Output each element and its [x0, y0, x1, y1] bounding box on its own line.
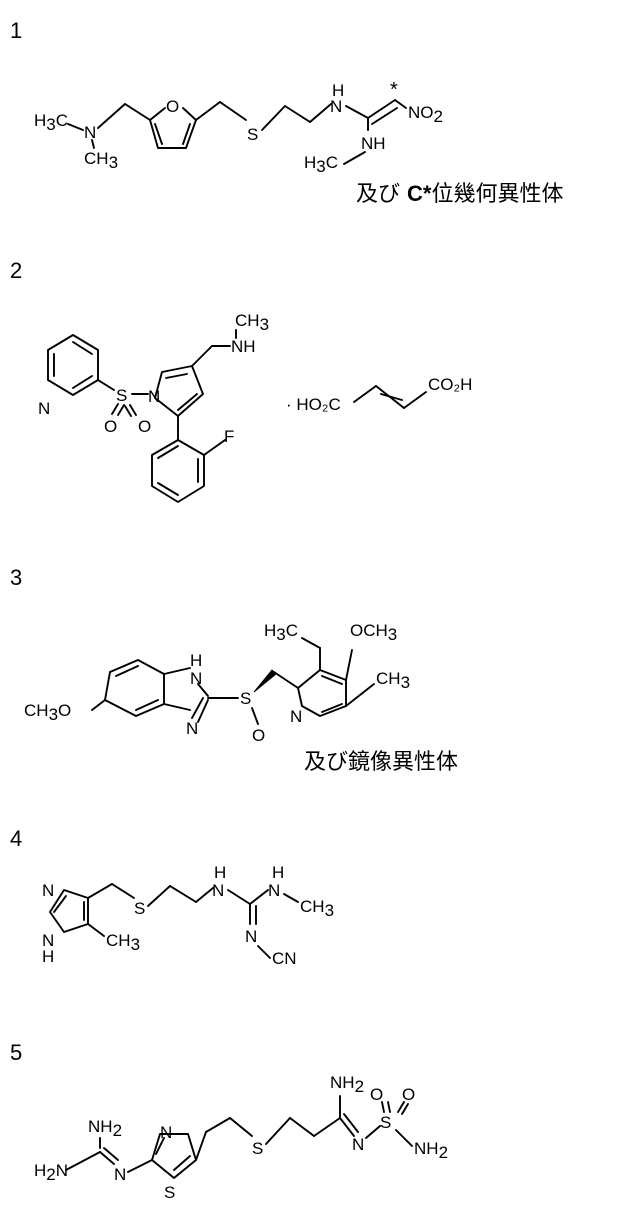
atom-label: N	[186, 719, 198, 738]
atom-label: NH	[231, 337, 256, 356]
atom-label: CH3	[376, 669, 410, 692]
atom-label: H	[214, 863, 226, 882]
isomer-note-3: 及び鏡像異性体	[304, 750, 459, 775]
structure-3: H N N CH3O S O N H3C OCH3 CH3	[24, 621, 410, 745]
atom-label: H	[190, 651, 202, 670]
atom-label: S	[252, 1139, 263, 1158]
structure-1: H3C N CH3 O S H N * NO2 NH H3C	[34, 79, 443, 176]
atom-label: O	[402, 1085, 415, 1104]
salt-label-right: CO₂H	[428, 375, 472, 394]
structure-4: N N H CH3 S H N H N CH3 N CN	[42, 863, 334, 968]
atom-label: NH2	[330, 1073, 364, 1096]
atom-label: H3C	[34, 111, 68, 134]
option-number-3: 3	[10, 565, 23, 590]
atom-label: N	[352, 1135, 364, 1154]
atom-label: CH3	[84, 149, 118, 172]
isomer-note-1: 及び C*位幾何異性体	[356, 181, 564, 207]
structure-2: CH3 NH N S O O N F · HO₂C CO₂H	[38, 311, 472, 503]
asterisk: *	[390, 79, 398, 101]
structure-5: NH2 H2N N N S S NH2 N S O O NH2	[34, 1073, 448, 1202]
atom-label: N	[160, 1123, 172, 1142]
atom-label: CH3	[106, 931, 140, 954]
atom-label: S	[134, 899, 145, 918]
atom-label: N	[148, 387, 160, 406]
atom-label: O	[252, 726, 265, 745]
atom-label: S	[247, 125, 258, 144]
atom-label: N	[268, 881, 280, 900]
atom-label: CH3O	[24, 701, 71, 724]
atom-label: H	[272, 863, 284, 882]
atom-label: O	[166, 97, 179, 116]
atom-label: N	[212, 881, 224, 900]
option-number-2: 2	[10, 258, 23, 283]
atom-label: N	[245, 927, 257, 946]
atom-label: H3C	[304, 153, 338, 176]
atom-label: O	[370, 1085, 383, 1104]
atom-label: S	[116, 386, 127, 405]
atom-label: S	[164, 1183, 175, 1202]
atom-label: OCH3	[350, 621, 397, 644]
atom-label: N	[84, 123, 96, 142]
atom-label: N	[114, 1165, 126, 1184]
option-number-5: 5	[10, 1040, 23, 1065]
atom-label: NO2	[408, 103, 443, 126]
atom-label: S	[380, 1113, 391, 1132]
option-number-4: 4	[10, 826, 23, 851]
atom-label: S	[240, 689, 251, 708]
atom-label: NH2	[414, 1139, 448, 1162]
atom-label: CH3	[235, 311, 269, 334]
atom-label: N	[42, 931, 54, 950]
atom-label: NH2	[88, 1117, 122, 1140]
atom-label: O	[138, 417, 151, 436]
atom-label: N	[42, 881, 54, 900]
atom-label: CH3	[300, 897, 334, 920]
option-number-1: 1	[10, 18, 23, 43]
atom-label: NH	[361, 134, 386, 153]
atom-label: H	[332, 81, 344, 100]
atom-label: H3C	[264, 621, 298, 644]
atom-label: N	[330, 97, 342, 116]
atom-label: H	[42, 947, 54, 966]
atom-label: N	[290, 707, 302, 726]
atom-label: N	[190, 669, 202, 688]
atom-label: H2N	[34, 1161, 68, 1184]
atom-label: O	[104, 417, 117, 436]
salt-label-left: · HO₂C	[286, 395, 341, 414]
atom-label: CN	[272, 949, 297, 968]
atom-label: F	[224, 427, 234, 446]
atom-label: N	[38, 399, 50, 418]
